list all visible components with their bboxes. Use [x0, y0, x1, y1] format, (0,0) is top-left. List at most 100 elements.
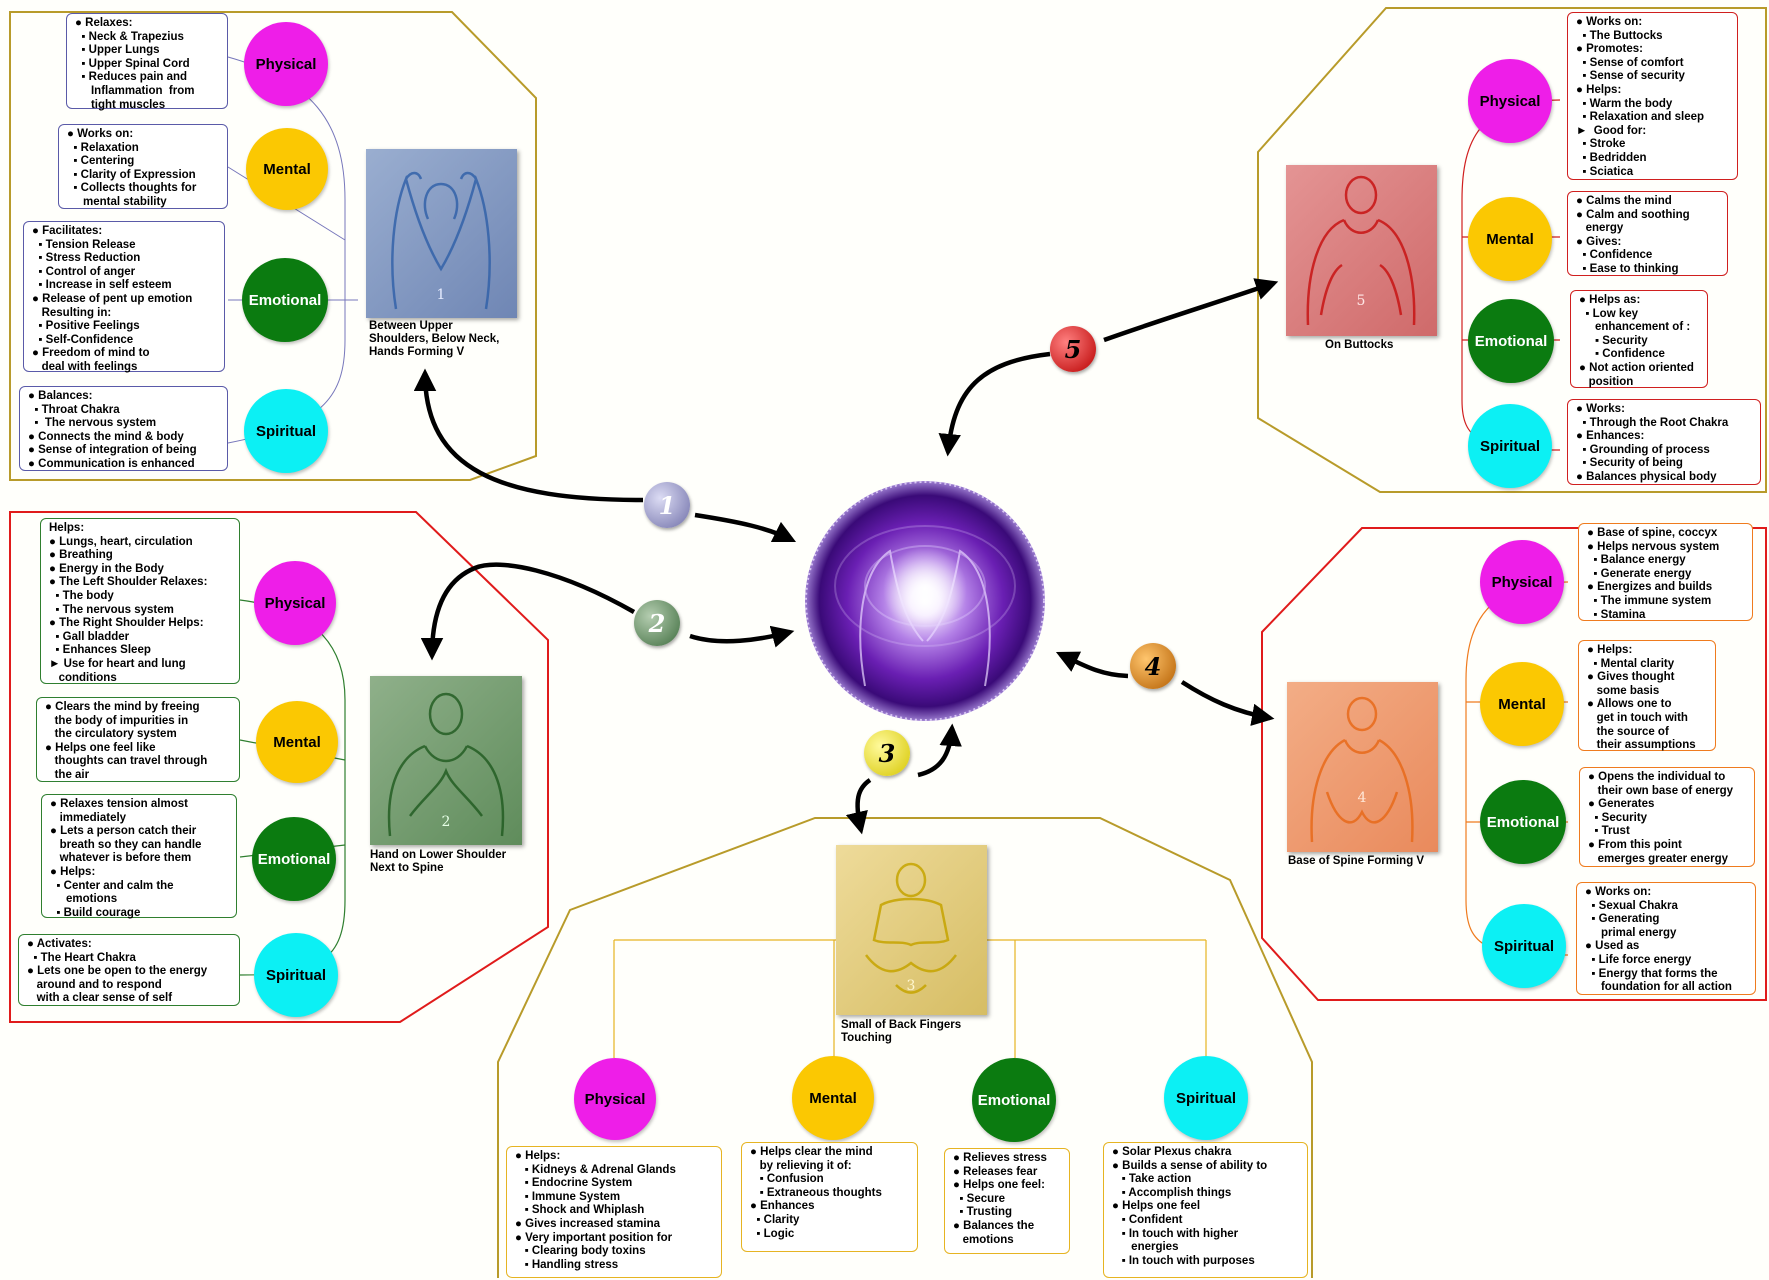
- box-line: ▪ Centering: [67, 155, 135, 168]
- box-line: ▪ Low key: [1579, 307, 1639, 320]
- circle-label: Mental: [809, 1089, 857, 1107]
- circle-label: Physical: [1479, 92, 1541, 110]
- box-line: ▪ Clearing body toxins: [515, 1245, 646, 1258]
- box-line: ● Works:: [1576, 403, 1625, 415]
- box-line: some basis: [1587, 684, 1660, 697]
- box-line: ▪ Mental clarity: [1587, 657, 1675, 670]
- box-line: emerges greater energy: [1588, 852, 1728, 865]
- step-badge-1[interactable]: 1: [644, 482, 690, 528]
- center-energy-orb: [805, 481, 1045, 721]
- circle-label: Emotional: [977, 1091, 1051, 1109]
- box-line: mental stability: [67, 195, 167, 208]
- box-line: ▪ Security: [1588, 811, 1648, 824]
- box-line: thoughts can travel through: [45, 755, 208, 768]
- arrow-1-to-pose: [413, 368, 644, 503]
- box-line: ● Calms the mind: [1576, 195, 1672, 207]
- circle-3-spiritual[interactable]: Spiritual: [1164, 1056, 1248, 1140]
- box-line: ▪ Clarity: [750, 1213, 800, 1226]
- box-line: primal energy: [1585, 926, 1677, 939]
- box-line: ▪ Security: [1579, 334, 1648, 347]
- box-line: ▪ Confidence: [1576, 249, 1653, 262]
- circle-2-mental[interactable]: Mental: [256, 701, 338, 783]
- circle-2-physical[interactable]: Physical: [254, 561, 336, 645]
- box-line: ► Use for heart and lung: [49, 657, 186, 670]
- box-line: ● Connects the mind & body: [28, 430, 184, 443]
- box-line: immediately: [50, 811, 127, 824]
- box-line: their assumptions: [1587, 739, 1696, 752]
- circle-5-mental[interactable]: Mental: [1468, 197, 1552, 281]
- box-line: ▪ Neck & Trapezius: [75, 30, 184, 43]
- circle-4-mental[interactable]: Mental: [1480, 662, 1564, 746]
- box-line: ● Enhances:: [1576, 430, 1645, 443]
- circle-label: Spiritual: [1493, 937, 1554, 955]
- box-line: ▪ Confidence: [1579, 348, 1665, 361]
- box-line: ▪ Extraneous thoughts: [750, 1186, 882, 1199]
- circle-1-emotional[interactable]: Emotional: [242, 258, 328, 342]
- circle-5-physical[interactable]: Physical: [1468, 59, 1552, 143]
- arrow-1-to-center: [694, 512, 797, 543]
- box-line: ▪ Life force energy: [1585, 953, 1692, 966]
- box-line: ● The Right Shoulder Helps:: [49, 617, 204, 630]
- box-line: ▪ Security of being: [1576, 457, 1683, 470]
- box-line: ► Good for:: [1576, 124, 1647, 137]
- circle-2-emotional[interactable]: Emotional: [252, 817, 336, 901]
- caption-line: On Buttocks: [1325, 339, 1394, 351]
- circle-4-emotional[interactable]: Emotional: [1480, 780, 1566, 864]
- step-badge-3[interactable]: 3: [864, 730, 910, 776]
- box-line: ▪ Clarity of Expression: [67, 168, 196, 181]
- circle-2-spiritual[interactable]: Spiritual: [254, 933, 338, 1017]
- box-line: energies: [1112, 1241, 1179, 1254]
- box-line: ▪ Gall bladder: [49, 630, 130, 643]
- box-line: energy: [1576, 222, 1624, 235]
- circle-3-mental[interactable]: Mental: [792, 1056, 874, 1140]
- box-2-spiritual: ● Activates: ▪ The Heart Chakra● Lets on…: [18, 934, 240, 1006]
- circle-5-emotional[interactable]: Emotional: [1468, 299, 1554, 383]
- box-line: enhancement of :: [1579, 321, 1691, 334]
- circle-4-spiritual[interactable]: Spiritual: [1482, 904, 1566, 988]
- box-line: ● Very important position for: [515, 1231, 673, 1244]
- step-badge-2[interactable]: 2: [634, 600, 680, 646]
- box-line: ▪ Tension Release: [32, 238, 136, 251]
- step-badge-4[interactable]: 4: [1130, 643, 1176, 689]
- circle-4-physical[interactable]: Physical: [1480, 540, 1564, 624]
- svg-text:2: 2: [442, 814, 451, 830]
- box-line: Inflammation from: [75, 84, 195, 97]
- box-line: ▪ Immune System: [515, 1190, 621, 1203]
- box-line: ▪ Stamina: [1587, 608, 1646, 621]
- region-1-outline: [9, 11, 537, 481]
- pose-image-2: 2: [370, 676, 522, 845]
- box-5-emotional: ● Helps as: ▪ Low key enhancement of : ▪…: [1570, 290, 1708, 388]
- box-line: ▪ Confusion: [750, 1173, 824, 1186]
- box-line: ● Lets a person catch their: [50, 825, 197, 838]
- circle-label: Mental: [263, 160, 311, 178]
- box-line: deal with feelings: [32, 360, 138, 373]
- region-4-outline: [1261, 527, 1767, 1001]
- circle-3-physical[interactable]: Physical: [574, 1058, 656, 1140]
- box-3-spiritual: ● Solar Plexus chakra● Builds a sense of…: [1103, 1142, 1308, 1278]
- arrow-4-to-center: [1055, 651, 1129, 679]
- circle-1-mental[interactable]: Mental: [246, 128, 328, 210]
- circle-3-emotional[interactable]: Emotional: [972, 1058, 1056, 1142]
- circle-1-physical[interactable]: Physical: [244, 22, 328, 106]
- circle-label: Emotional: [257, 850, 331, 868]
- circle-1-spiritual[interactable]: Spiritual: [244, 389, 328, 473]
- region-3-outline: [497, 817, 1313, 1278]
- box-line: ● Helps one feel: [1112, 1200, 1201, 1213]
- box-line: ▪ Positive Feelings: [32, 320, 140, 333]
- box-line: ● Release of pent up emotion: [32, 292, 193, 305]
- circle-label: Mental: [1498, 695, 1546, 713]
- box-line: ▪ Ease to thinking: [1576, 262, 1679, 275]
- box-line: ● Helps:: [1587, 644, 1633, 656]
- box-line: ▪ Upper Lungs: [75, 44, 160, 57]
- box-line: ● Helps one feel:: [953, 1179, 1045, 1192]
- step-badge-5[interactable]: 5: [1050, 326, 1096, 372]
- box-line: conditions: [49, 671, 117, 684]
- box-5-mental: ● Calms the mind● Calm and soothing ener…: [1567, 191, 1728, 276]
- circle-5-spiritual[interactable]: Spiritual: [1468, 404, 1552, 488]
- box-line: ▪ Grounding of process: [1576, 443, 1710, 456]
- box-4-mental: ● Helps: ▪ Mental clarity● Gives thought…: [1578, 640, 1716, 751]
- step-number: 2: [648, 608, 666, 638]
- box-line: ▪ Handling stress: [515, 1258, 619, 1271]
- svg-text:1: 1: [437, 287, 446, 303]
- box-line: ▪ Self-Confidence: [32, 333, 134, 346]
